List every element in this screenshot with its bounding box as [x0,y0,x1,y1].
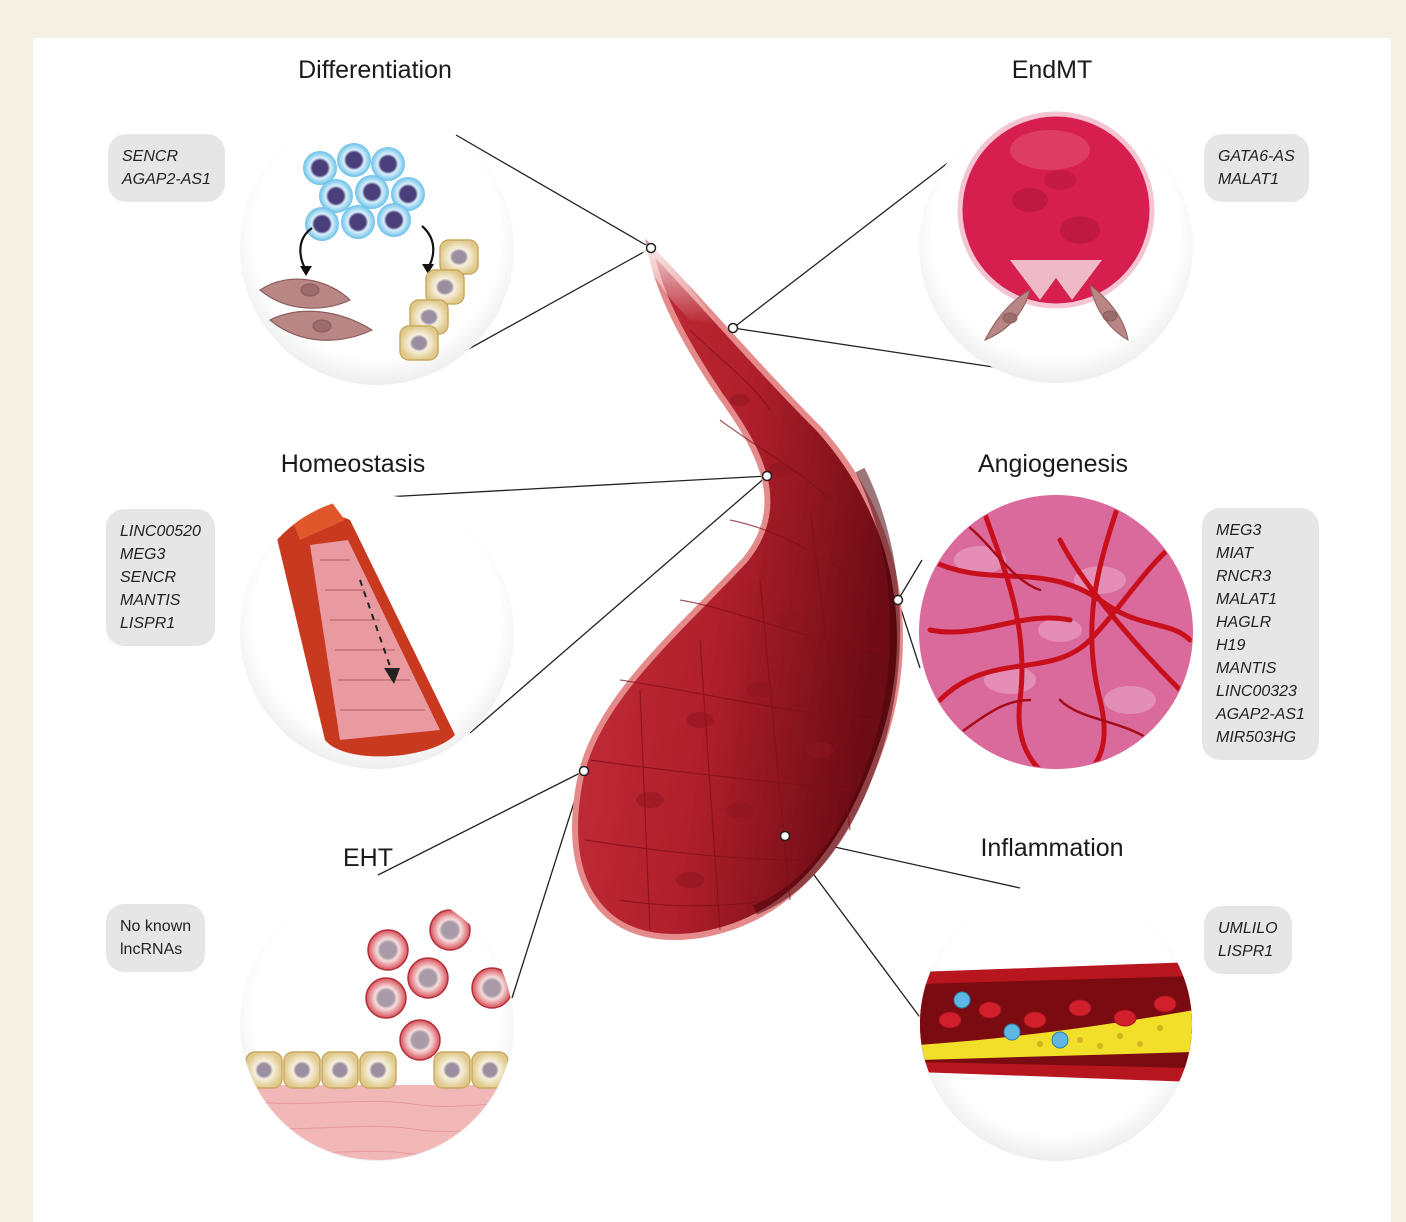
gene-label: LISPR1 [1218,940,1278,963]
gene-label: MALAT1 [1216,588,1305,611]
angiogenesis-illustration [918,494,1194,770]
gene-label: H19 [1216,634,1305,657]
gene-label: MIAT [1216,542,1305,565]
eht-gene-list: No known lncRNAs [106,904,205,972]
gene-label: UMLILO [1218,917,1278,940]
gene-label: No known [120,915,191,938]
inflammation-title: Inflammation [980,834,1123,863]
gene-label: HAGLR [1216,611,1305,634]
gene-label: lncRNAs [120,938,191,961]
angiogenesis-gene-list: MEG3 MIAT RNCR3 MALAT1 HAGLR H19 MANTIS … [1202,508,1319,760]
gene-label: MANTIS [1216,657,1305,680]
differentiation-title: Differentiation [298,56,452,85]
gene-label: SENCR [120,566,201,589]
gene-label: GATA6-AS [1218,145,1295,168]
gene-label: MALAT1 [1218,168,1295,191]
eht-illustration [240,887,520,1165]
gene-label: AGAP2-AS1 [1216,703,1305,726]
differentiation-illustration [240,111,514,385]
gene-label: MANTIS [120,589,201,612]
gene-label: LISPR1 [120,612,201,635]
homeostasis-illustration [240,495,514,769]
gene-label: MEG3 [1216,519,1305,542]
inflammation-illustration [918,887,1194,1161]
homeostasis-gene-list: LINC00520 MEG3 SENCR MANTIS LISPR1 [106,509,215,646]
gene-label: LINC00520 [120,520,201,543]
endmt-gene-list: GATA6-AS MALAT1 [1204,134,1309,202]
endothelial-layer [246,1052,508,1088]
homeostasis-title: Homeostasis [281,450,426,479]
differentiation-gene-list: SENCR AGAP2-AS1 [108,134,225,202]
gene-label: MEG3 [120,543,201,566]
central-vessel [575,245,900,937]
inflammation-gene-list: UMLILO LISPR1 [1204,906,1292,974]
gene-label: LINC00323 [1216,680,1305,703]
eht-title: EHT [343,844,393,873]
gene-label: MIR503HG [1216,726,1305,749]
angiogenesis-title: Angiogenesis [978,450,1128,479]
gene-label: AGAP2-AS1 [122,168,211,191]
endmt-title: EndMT [1012,56,1093,85]
gene-label: SENCR [122,145,211,168]
endmt-illustration [919,109,1193,383]
gene-label: RNCR3 [1216,565,1305,588]
